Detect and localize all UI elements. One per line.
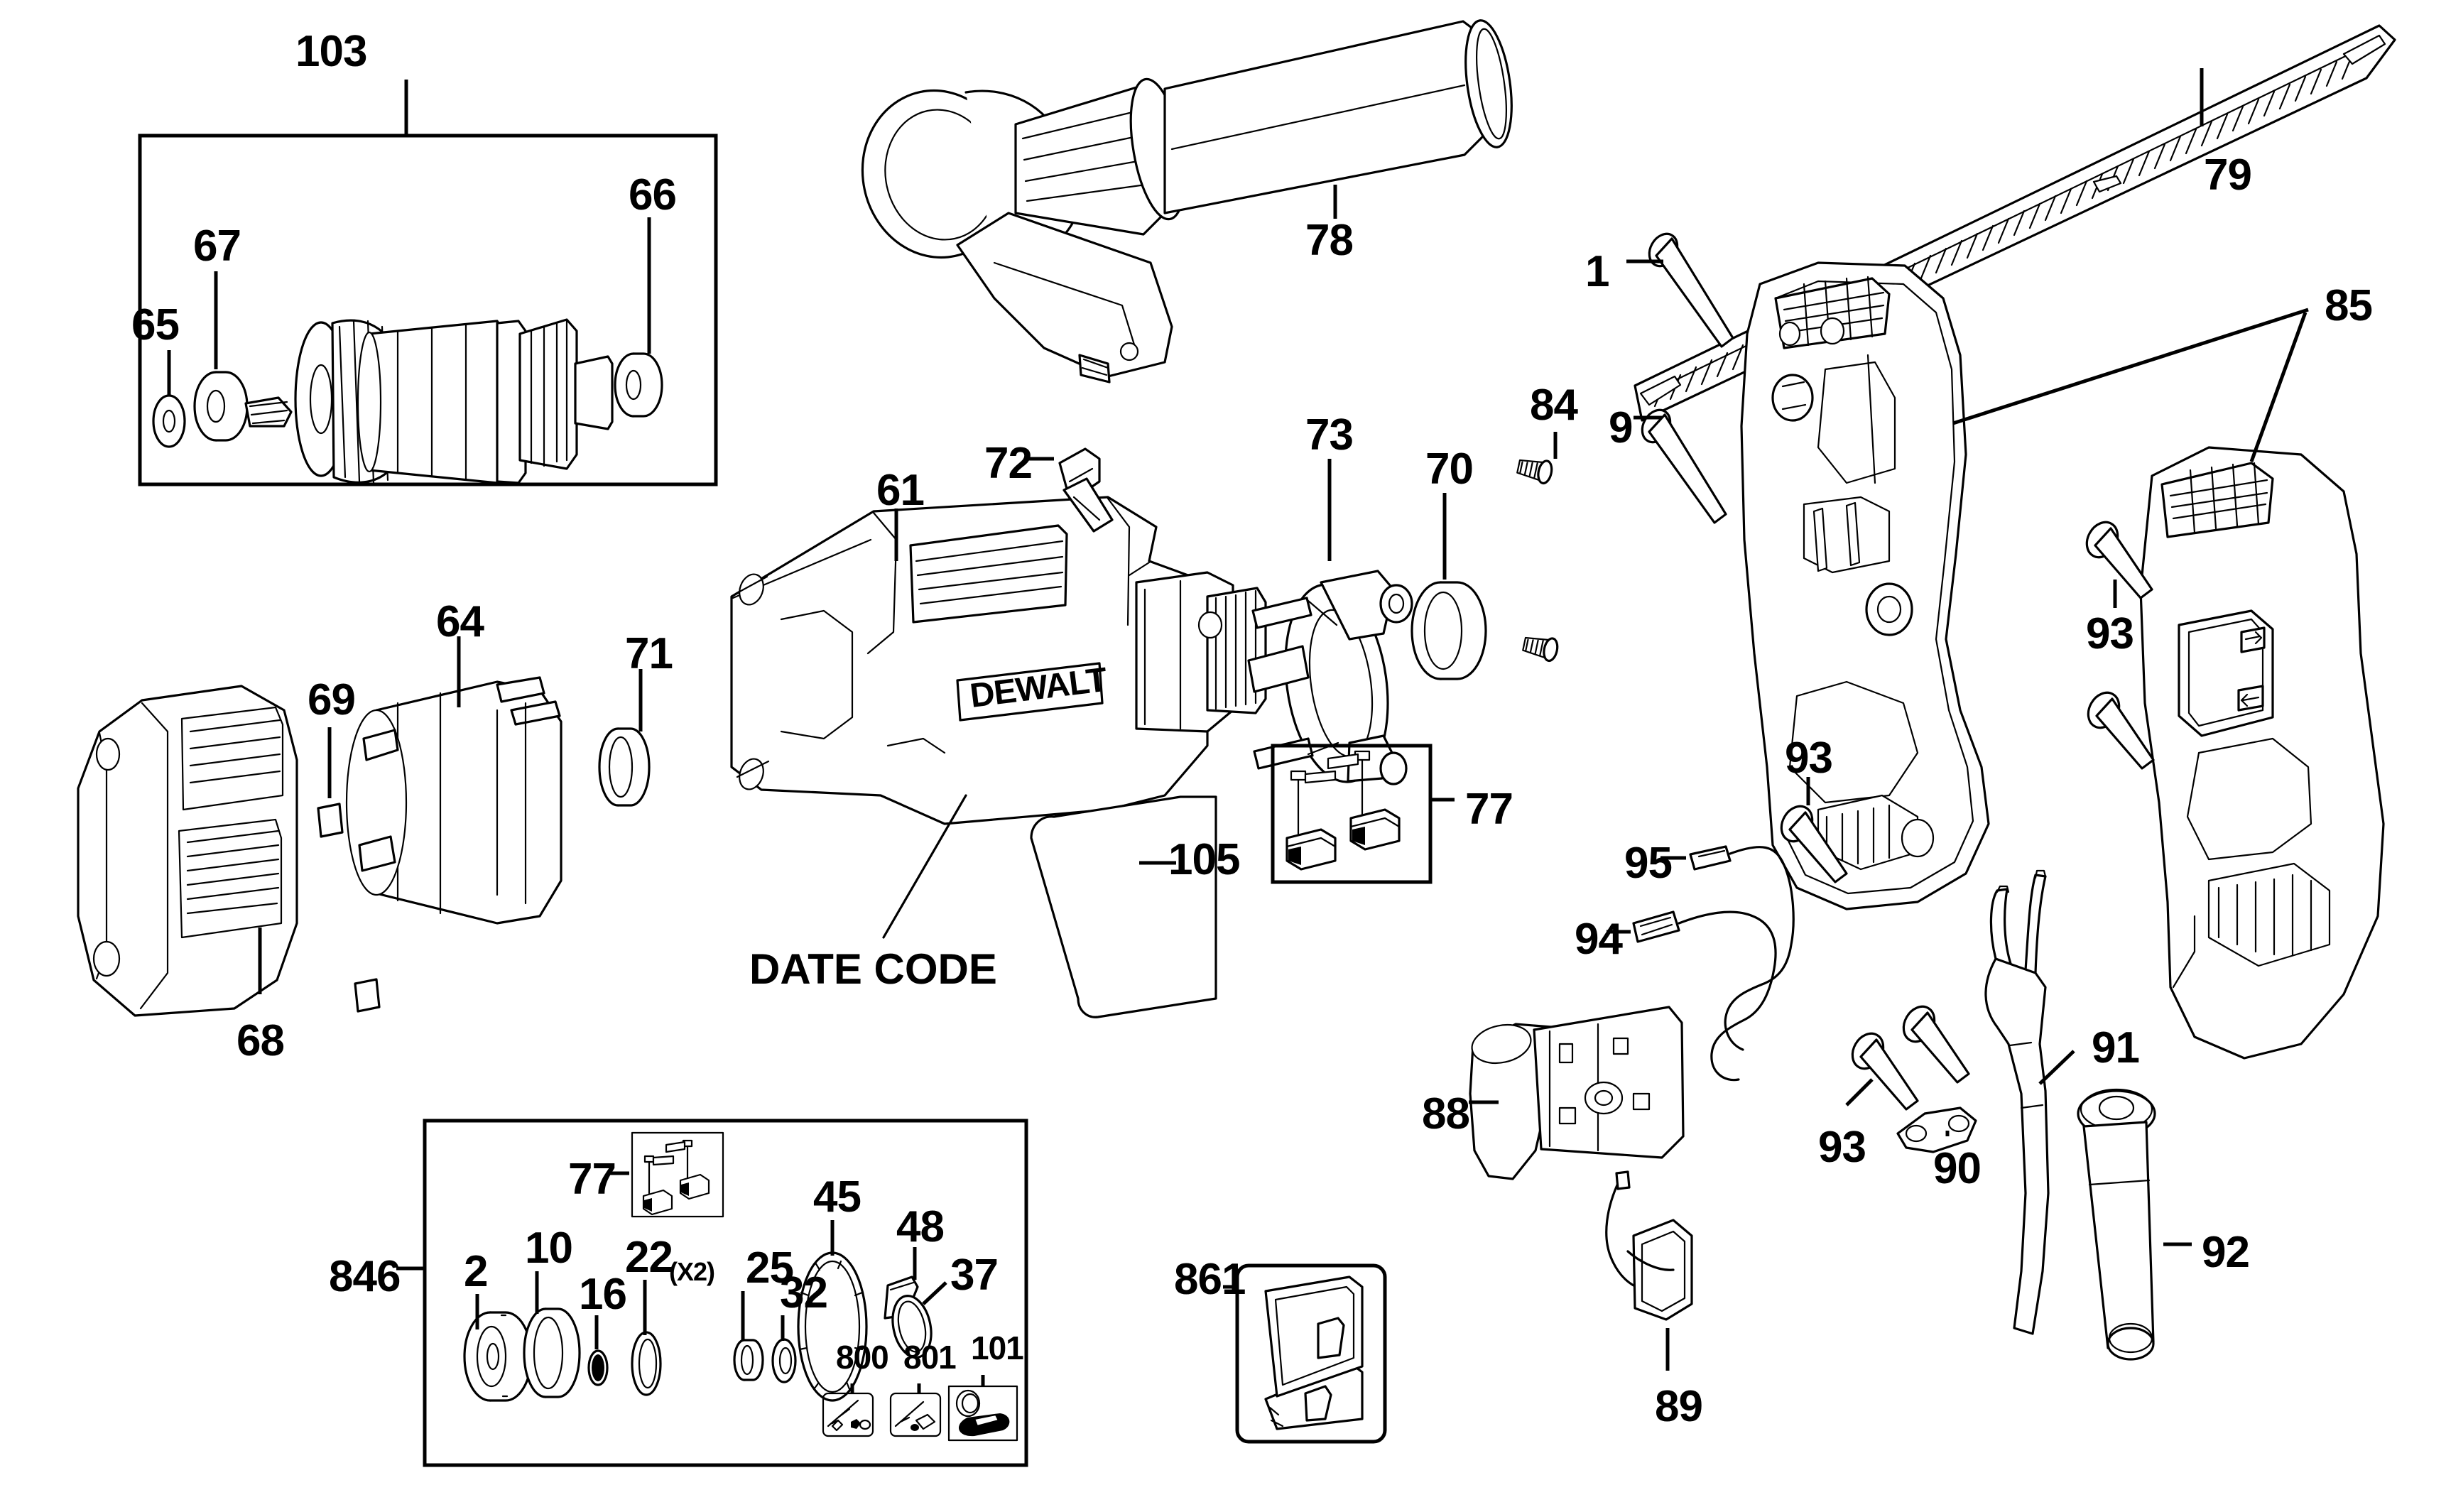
callout-68: 68: [237, 1016, 285, 1065]
callout-64: 64: [436, 597, 484, 646]
end-cap-part: [77, 685, 298, 1017]
wire-leads: [1607, 845, 1795, 1082]
gear-case-part: DEWALT: [730, 496, 1267, 939]
screw-84-parts: [1516, 432, 1559, 663]
armature-part: [152, 318, 663, 484]
callout-25: 25: [746, 1244, 794, 1293]
callout-69: 69: [308, 675, 356, 724]
cord-sleeve-part: [2077, 1088, 2192, 1361]
brush-b: [1327, 750, 1401, 851]
callout-93-left: 93: [1785, 734, 1833, 783]
screw-93-upper: [2085, 521, 2153, 608]
callout-2: 2: [464, 1247, 488, 1296]
callout-9: 9: [1609, 403, 1633, 452]
callout-78: 78: [1305, 216, 1354, 265]
callout-85: 85: [2325, 281, 2373, 330]
callout-95: 95: [1624, 839, 1673, 888]
armature-assembly-box: [138, 80, 718, 486]
callout-77-main: 77: [1465, 785, 1513, 834]
callout-72: 72: [984, 439, 1033, 488]
callout-70: 70: [1425, 445, 1474, 494]
lever-clip-part: [1028, 447, 1114, 533]
callout-91: 91: [2092, 1023, 2140, 1072]
callout-105: 105: [1168, 835, 1240, 884]
link-plate-and-screws: [1845, 1005, 1977, 1153]
callout-94: 94: [1575, 915, 1623, 964]
callout-22: 22: [625, 1233, 673, 1282]
callout-65: 65: [131, 300, 180, 349]
tool-kit-801-box: [889, 1383, 942, 1437]
cord-clamp-part: [1605, 1170, 1693, 1371]
handle-housing-left: [1740, 261, 2309, 910]
callout-800: 800: [836, 1339, 889, 1376]
screw-1-part: [1626, 232, 1734, 348]
qty-marker-22: (X2): [669, 1257, 715, 1286]
callout-61: 61: [876, 466, 925, 515]
callout-45: 45: [813, 1173, 861, 1222]
callout-93-upper: 93: [2086, 609, 2134, 658]
callout-77-kit: 77: [568, 1155, 616, 1204]
callout-846: 846: [329, 1252, 401, 1301]
gear-plate-part: [1247, 459, 1413, 785]
carry-case-box: [1223, 1263, 1387, 1444]
switch-module-part: [1469, 1006, 1685, 1180]
nameplate-label-part: [1030, 795, 1217, 1018]
callout-66: 66: [629, 170, 677, 219]
callout-93-lower: 93: [1818, 1123, 1866, 1172]
callout-88: 88: [1422, 1089, 1470, 1138]
callout-103: 103: [295, 27, 367, 76]
field-stator-part: [317, 636, 651, 1013]
retaining-ring-part: [1410, 493, 1487, 680]
kit-small-parts: [463, 1251, 933, 1402]
callout-73: 73: [1305, 410, 1354, 459]
callout-89: 89: [1655, 1382, 1703, 1431]
tool-kit-800-box: [822, 1383, 874, 1437]
screw-93-middle: [2087, 691, 2155, 770]
callout-67: 67: [193, 222, 241, 271]
callout-16: 16: [579, 1270, 627, 1319]
callout-101: 101: [971, 1329, 1024, 1366]
callout-92: 92: [2202, 1228, 2250, 1277]
callout-37: 37: [950, 1251, 999, 1300]
callout-32: 32: [780, 1268, 828, 1317]
callout-84: 84: [1530, 381, 1578, 430]
callout-71: 71: [625, 629, 673, 678]
handle-housing-right: [2139, 312, 2385, 1060]
screw-9-part: [1634, 408, 1727, 524]
callout-79: 79: [2204, 151, 2252, 200]
screw-93-left: [1780, 777, 1848, 883]
power-cord-part: [1984, 869, 2075, 1335]
chuck-key-101-box: [947, 1375, 1018, 1442]
callout-861: 861: [1174, 1255, 1246, 1304]
date-code-label: DATE CODE: [749, 945, 997, 993]
callout-1: 1: [1585, 247, 1609, 296]
service-kit-box: [396, 1119, 1028, 1467]
callout-48: 48: [896, 1202, 945, 1251]
brush-a: [1285, 770, 1337, 871]
callout-801: 801: [903, 1339, 957, 1376]
side-handle-part: [861, 19, 1513, 384]
brush-set-box-kit: [608, 1131, 724, 1218]
callout-90: 90: [1933, 1144, 1982, 1193]
brush-set-box-main: [1271, 744, 1455, 884]
callout-10: 10: [525, 1224, 573, 1273]
